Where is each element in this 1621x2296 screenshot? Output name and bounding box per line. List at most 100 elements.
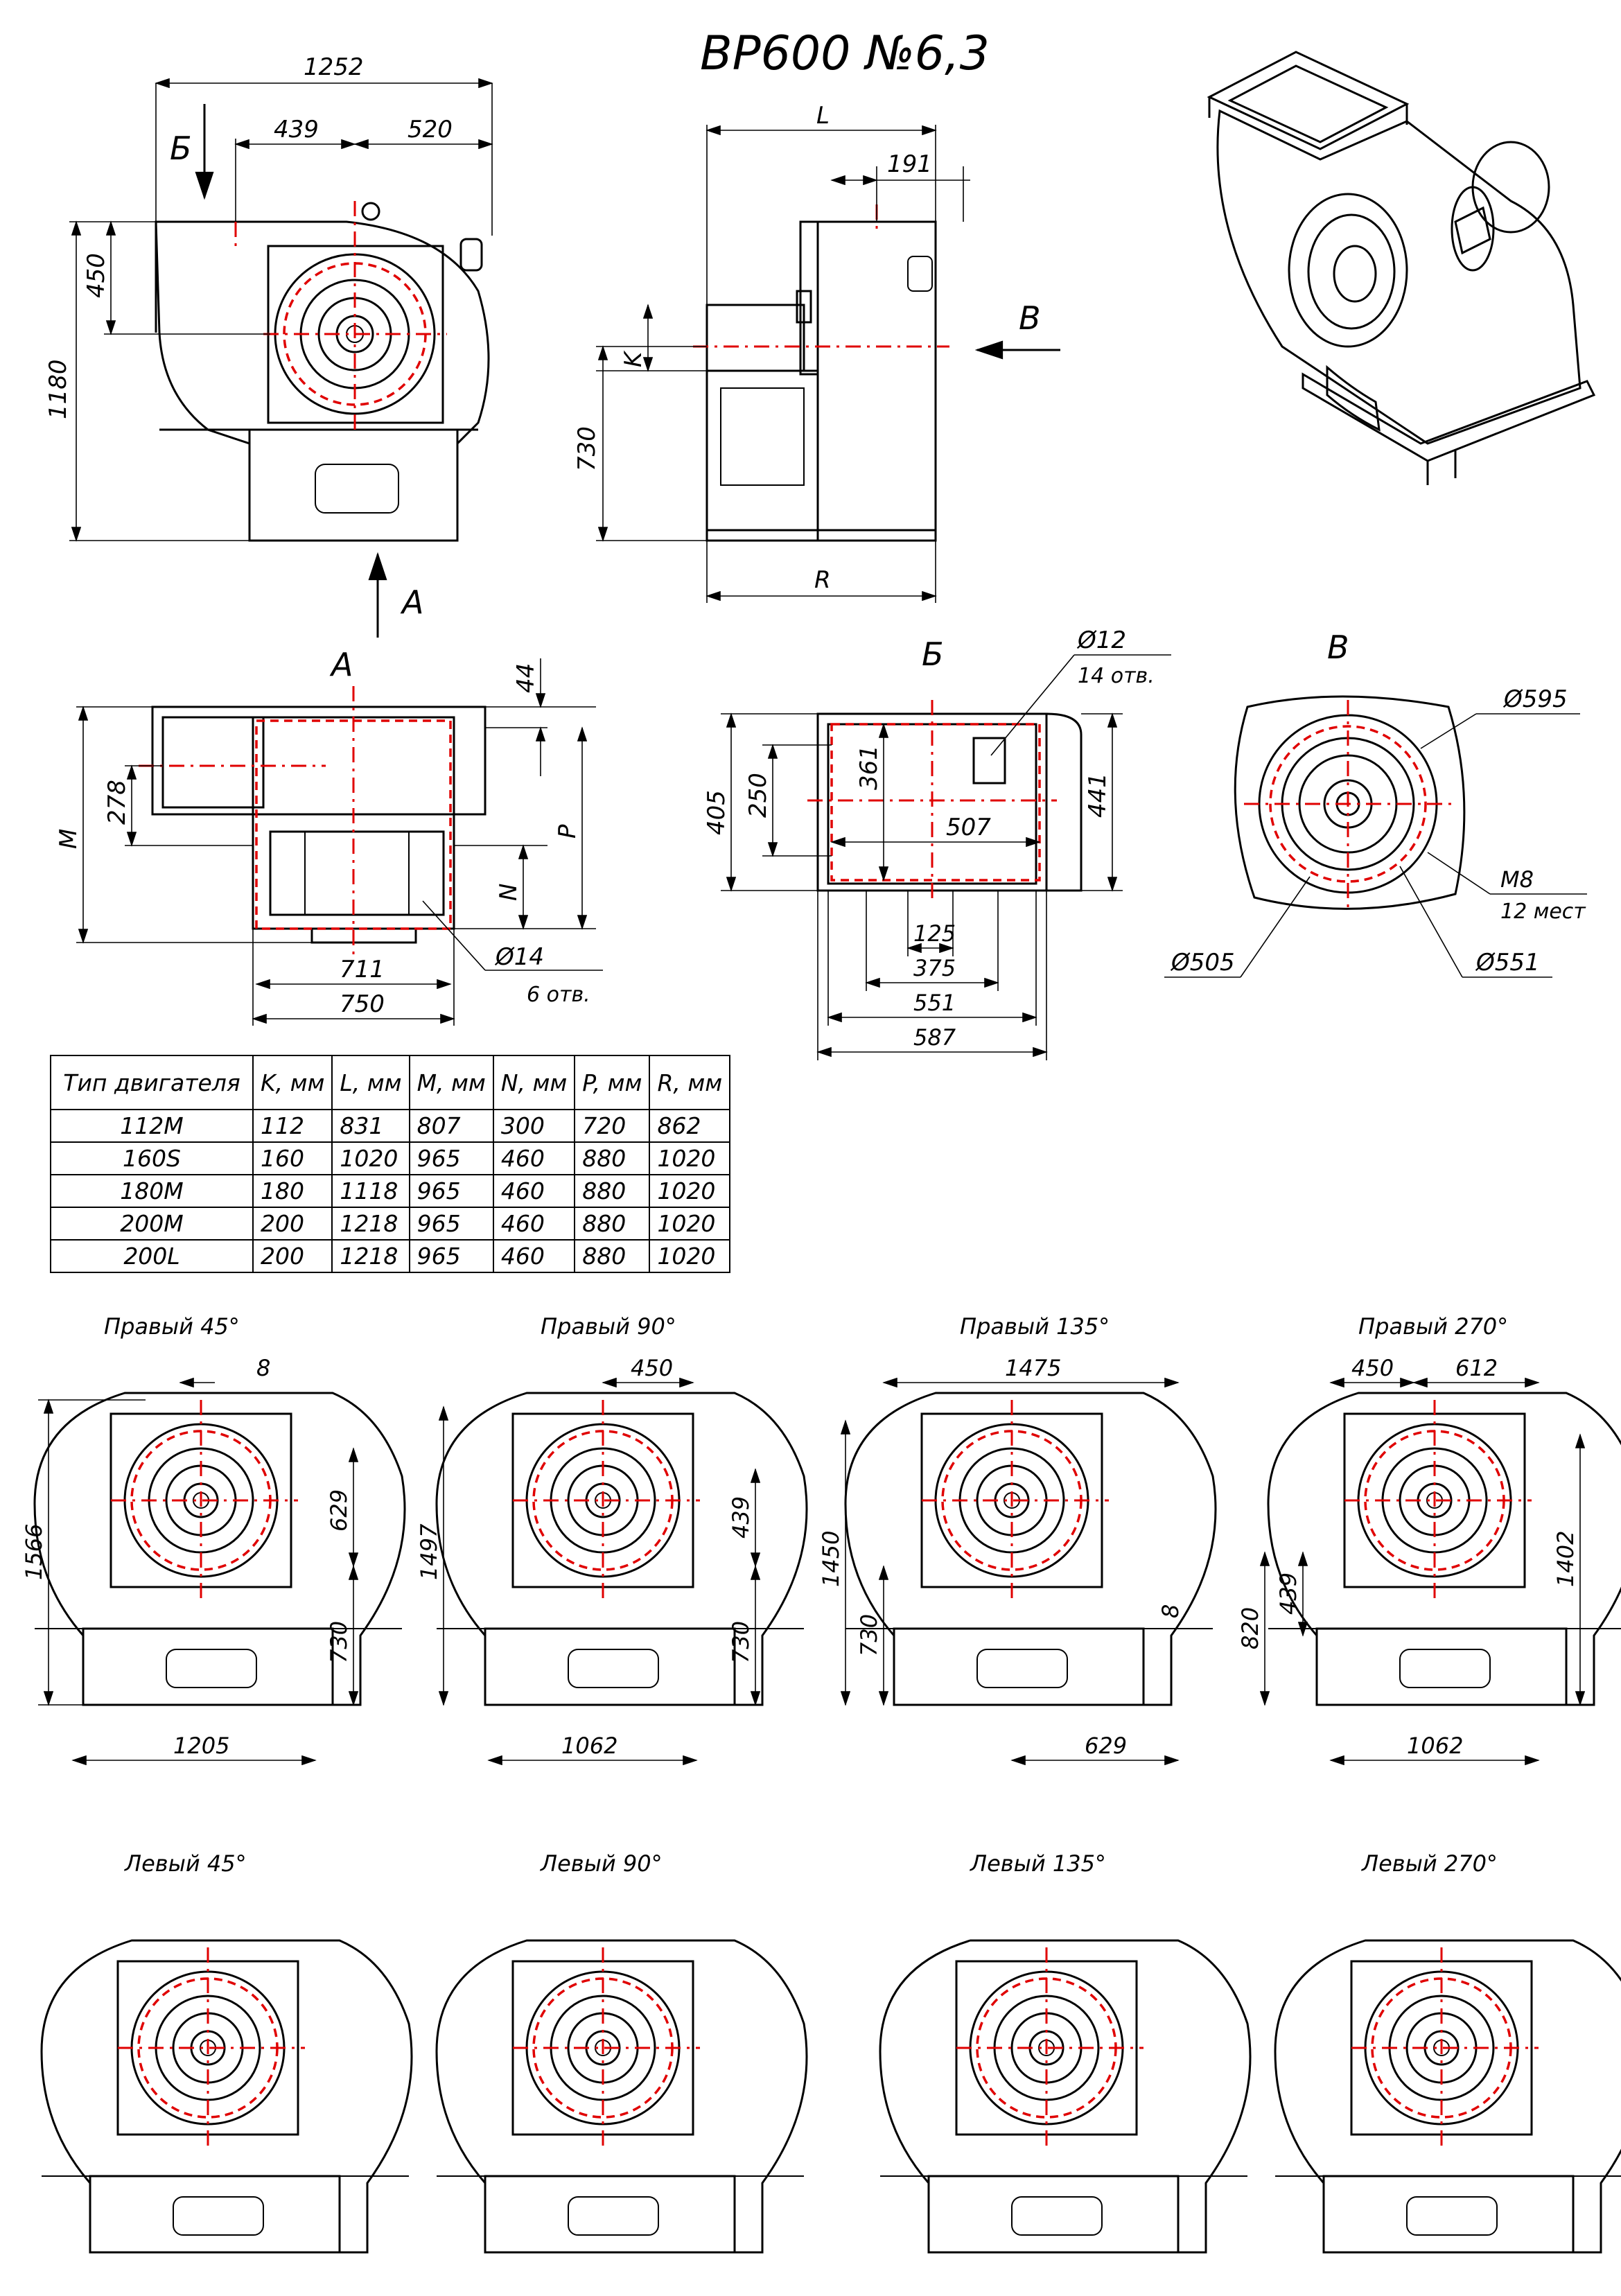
position-left-135: Левый 135° bbox=[879, 1850, 1252, 2254]
dim-value: 1402 bbox=[1552, 1531, 1579, 1587]
dim-d-outer: Ø595 bbox=[1502, 685, 1568, 713]
dim-side-height: 730 bbox=[573, 426, 601, 471]
dim-top: 44 bbox=[512, 663, 540, 693]
position-label: Левый 90° bbox=[540, 1850, 663, 1877]
dim-h-outer: 405 bbox=[703, 790, 730, 835]
table-header-cell: N, мм bbox=[492, 1055, 576, 1110]
dim-height: 1180 bbox=[44, 359, 72, 419]
position-label: Левый 135° bbox=[970, 1850, 1106, 1877]
table-cell: 1218 bbox=[331, 1207, 410, 1241]
table-header-cell: L, мм bbox=[331, 1055, 410, 1110]
position-label: Правый 90° bbox=[541, 1313, 676, 1340]
table-header-cell: K, мм bbox=[252, 1055, 333, 1110]
dim-thread-count: 12 мест bbox=[1500, 900, 1586, 924]
table-cell: 1020 bbox=[649, 1174, 731, 1208]
dim-v-inner: 361 bbox=[855, 745, 883, 790]
table-cell: 160 bbox=[252, 1141, 333, 1175]
table-cell: 300 bbox=[492, 1109, 576, 1143]
table-cell: 965 bbox=[408, 1174, 494, 1208]
dim-hole-a: Ø14 bbox=[494, 943, 544, 971]
dim-right-part: 520 bbox=[408, 116, 453, 143]
table-cell: 880 bbox=[574, 1239, 651, 1273]
dim-h-inner: 250 bbox=[744, 773, 772, 818]
dim-pitch: 125 bbox=[913, 920, 956, 947]
table-cell: 112M bbox=[50, 1109, 254, 1143]
dim-d-mid: Ø551 bbox=[1475, 949, 1540, 976]
position-right-45: Правый 45° 8 1566 629 730 1205 bbox=[21, 1313, 406, 1766]
dim-hole-b: Ø12 bbox=[1076, 626, 1126, 654]
dim-value: 730 bbox=[326, 1621, 352, 1663]
drawing-title: ВР600 №6,3 bbox=[700, 26, 990, 81]
table-cell: 180 bbox=[252, 1174, 333, 1208]
dim-inner-w: 711 bbox=[340, 956, 385, 983]
table-cell: 807 bbox=[408, 1109, 494, 1143]
table-cell: 1020 bbox=[649, 1207, 731, 1241]
dim-w-375: 375 bbox=[913, 955, 956, 981]
table-cell: 200L bbox=[50, 1239, 254, 1273]
dim-value: 450 bbox=[631, 1355, 673, 1381]
dim-axis-height: 450 bbox=[82, 253, 110, 298]
position-label: Правый 135° bbox=[960, 1313, 1110, 1340]
position-right-90: Правый 90° 450 1497 439 730 1062 bbox=[416, 1313, 808, 1766]
position-label: Левый 270° bbox=[1361, 1850, 1498, 1877]
dim-offset: 191 bbox=[887, 150, 932, 178]
table-cell: 460 bbox=[492, 1207, 576, 1241]
dim-value: 612 bbox=[1455, 1355, 1498, 1381]
isometric-view bbox=[1207, 51, 1596, 485]
dim-left-part: 439 bbox=[274, 116, 319, 143]
dim-value: 730 bbox=[728, 1621, 754, 1663]
table-cell: 200 bbox=[252, 1207, 333, 1241]
side-view: L 191 K 730 R В bbox=[573, 102, 1060, 603]
table-cell: 880 bbox=[574, 1207, 651, 1241]
table-cell: 460 bbox=[492, 1174, 576, 1208]
dim-value: 8 bbox=[1157, 1604, 1184, 1618]
table-row: 200M 200 1218 965 460 880 1020 bbox=[50, 1207, 731, 1241]
dim-value: 629 bbox=[1085, 1733, 1127, 1759]
dim-value: 820 bbox=[1237, 1607, 1263, 1649]
dim-d-inner: Ø505 bbox=[1170, 949, 1235, 976]
dim-value: 439 bbox=[1275, 1572, 1302, 1615]
position-left-90: Левый 90° bbox=[435, 1850, 808, 2254]
dim-value: 439 bbox=[728, 1496, 754, 1539]
table-cell: 965 bbox=[408, 1207, 494, 1241]
dim-value: 1497 bbox=[416, 1523, 442, 1580]
table-row: 112M 112 831 807 300 720 862 bbox=[50, 1109, 731, 1143]
table-cell: 460 bbox=[492, 1239, 576, 1273]
dim-N: N bbox=[495, 884, 523, 901]
dim-value: 1062 bbox=[561, 1733, 617, 1759]
arrow-label-a: А bbox=[400, 584, 423, 621]
dim-h-441: 441 bbox=[1084, 773, 1112, 818]
dim-flange-h: 278 bbox=[103, 780, 131, 825]
dim-value: 1566 bbox=[21, 1524, 47, 1580]
motor-spec-table: Тип двигателя K, мм L, мм M, мм N, мм P,… bbox=[50, 1055, 731, 1273]
dim-outer-w: 750 bbox=[340, 990, 385, 1018]
table-cell: 160S bbox=[50, 1141, 254, 1175]
view-a: А M 278 44 P N 711 750 bbox=[55, 646, 603, 1026]
dim-P: P bbox=[554, 824, 581, 839]
table-cell: 200 bbox=[252, 1239, 333, 1273]
position-label: Правый 45° bbox=[104, 1313, 240, 1340]
table-cell: 862 bbox=[649, 1109, 731, 1143]
dim-R: R bbox=[814, 566, 831, 594]
table-cell: 1020 bbox=[649, 1141, 731, 1175]
table-header-cell: Тип двигателя bbox=[50, 1055, 254, 1110]
table-cell: 965 bbox=[408, 1141, 494, 1175]
view-a-label: А bbox=[329, 646, 353, 683]
table-cell: 1020 bbox=[331, 1141, 410, 1175]
position-left-45: Левый 45° bbox=[40, 1850, 413, 2254]
dim-w-587: 587 bbox=[913, 1024, 956, 1051]
table-cell: 880 bbox=[574, 1174, 651, 1208]
table-cell: 965 bbox=[408, 1239, 494, 1273]
position-label: Правый 270° bbox=[1358, 1313, 1508, 1340]
dim-holes-count-b: 14 отв. bbox=[1078, 664, 1155, 688]
dim-value: 450 bbox=[1351, 1355, 1394, 1381]
view-v-label: В bbox=[1327, 629, 1349, 666]
table-cell: 200M bbox=[50, 1207, 254, 1241]
dim-value: 8 bbox=[256, 1355, 270, 1381]
view-b: Б 405 250 361 507 441 125 375 bbox=[703, 626, 1171, 1060]
position-right-270: Правый 270° 450 612 820 439 1402 1062 bbox=[1237, 1313, 1621, 1766]
table-cell: 1020 bbox=[649, 1239, 731, 1273]
table-cell: 1218 bbox=[331, 1239, 410, 1273]
